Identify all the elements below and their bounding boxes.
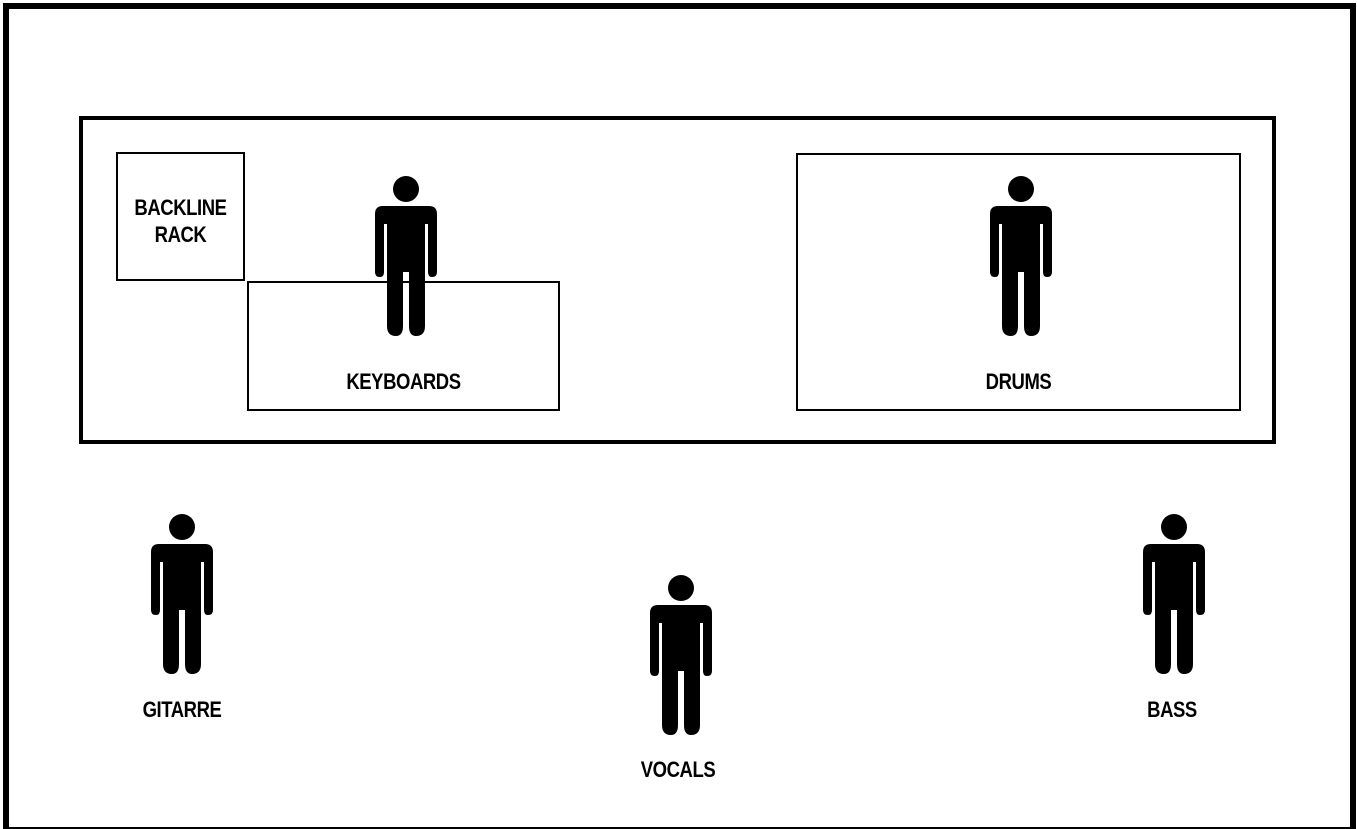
vocals-person-icon xyxy=(649,575,713,735)
keyboards-box xyxy=(247,281,560,411)
vocals-label: VOCALS xyxy=(640,757,716,782)
person-icon xyxy=(1143,514,1205,674)
person-icon xyxy=(151,514,213,674)
person-icon xyxy=(990,176,1052,336)
backline-rack-line-1: BACKLINE xyxy=(134,195,227,220)
bass-label: BASS xyxy=(1147,697,1197,722)
drums-label: DRUMS xyxy=(985,369,1052,394)
person-icon xyxy=(650,575,712,735)
drums-person-icon xyxy=(989,176,1053,336)
backline-rack-line-2: RACK xyxy=(154,222,207,247)
gitarre-person-icon xyxy=(150,514,214,674)
gitarre-label: GITARRE xyxy=(142,697,222,722)
bass-person-icon xyxy=(1142,514,1206,674)
backline-rack-label: BACKLINE RACK xyxy=(126,194,234,248)
keyboards-person-icon xyxy=(374,176,438,336)
backline-rack-box xyxy=(116,152,245,281)
keyboards-label: KEYBOARDS xyxy=(346,369,461,394)
person-icon xyxy=(375,176,437,336)
